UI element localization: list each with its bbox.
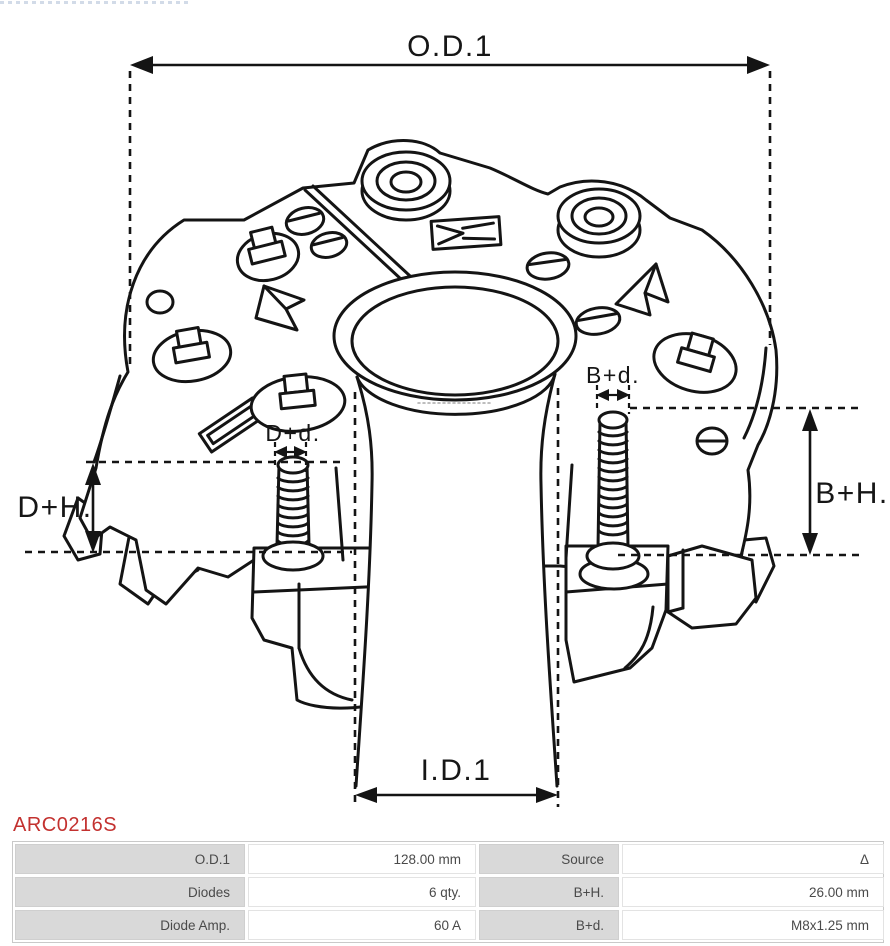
spec-value-od1: 128.00 mm (248, 844, 476, 874)
diode-pad (151, 326, 233, 384)
spec-label-bd: B+d. (479, 910, 619, 940)
dim-label-dd: D+d. (265, 420, 320, 446)
rectifier-plate (62, 139, 779, 788)
dimension-od1: O.D.1 (128, 30, 772, 368)
stud-right (578, 410, 650, 591)
spec-label-diode-amp: Diode Amp. (15, 910, 245, 940)
spec-table: O.D.1 128.00 mm Source Δ Diodes 6 qty. B… (12, 841, 884, 943)
spec-label-diodes: Diodes (15, 877, 245, 907)
diode-pad (652, 331, 738, 394)
spec-value-diodes: 6 qty. (248, 877, 476, 907)
triangle-cutout-right (614, 262, 670, 317)
stud-left (261, 455, 325, 572)
diode-pad (235, 225, 301, 283)
diode-pad (249, 372, 347, 433)
slot-top-center (429, 215, 503, 251)
page-edge-artifact (0, 1, 192, 4)
center-bore (332, 270, 578, 788)
triangle-cutout-left (254, 284, 306, 332)
dim-label-id1: I.D.1 (421, 754, 492, 787)
spec-label-od1: O.D.1 (15, 844, 245, 874)
grommet-right (556, 187, 642, 259)
dimension-dh: D+H. (17, 460, 352, 554)
spec-value-diode-amp: 60 A (248, 910, 476, 940)
dim-label-bd: B+d. (586, 362, 640, 388)
dimension-bh: B+H. (618, 406, 889, 557)
rectifier-technical-drawing: O.D.1 I.D.1 D+H. (17, 30, 889, 807)
dim-label-od1: O.D.1 (407, 30, 493, 63)
dim-label-bh: B+H. (815, 477, 889, 510)
dimension-dd: D+d. (265, 420, 320, 472)
dimension-id1: I.D.1 (353, 388, 560, 807)
dimension-bd: B+d. (586, 362, 640, 414)
dim-label-dh: D+H. (17, 491, 92, 524)
spec-label-bh: B+H. (479, 877, 619, 907)
spec-label-source: Source (479, 844, 619, 874)
spec-value-source: Δ (622, 844, 884, 874)
spec-value-bh: 26.00 mm (622, 877, 884, 907)
part-number: ARC0216S (13, 814, 118, 836)
spec-value-bd: M8x1.25 mm (622, 910, 884, 940)
oval-holes (145, 206, 729, 456)
grommet-left (360, 150, 452, 222)
